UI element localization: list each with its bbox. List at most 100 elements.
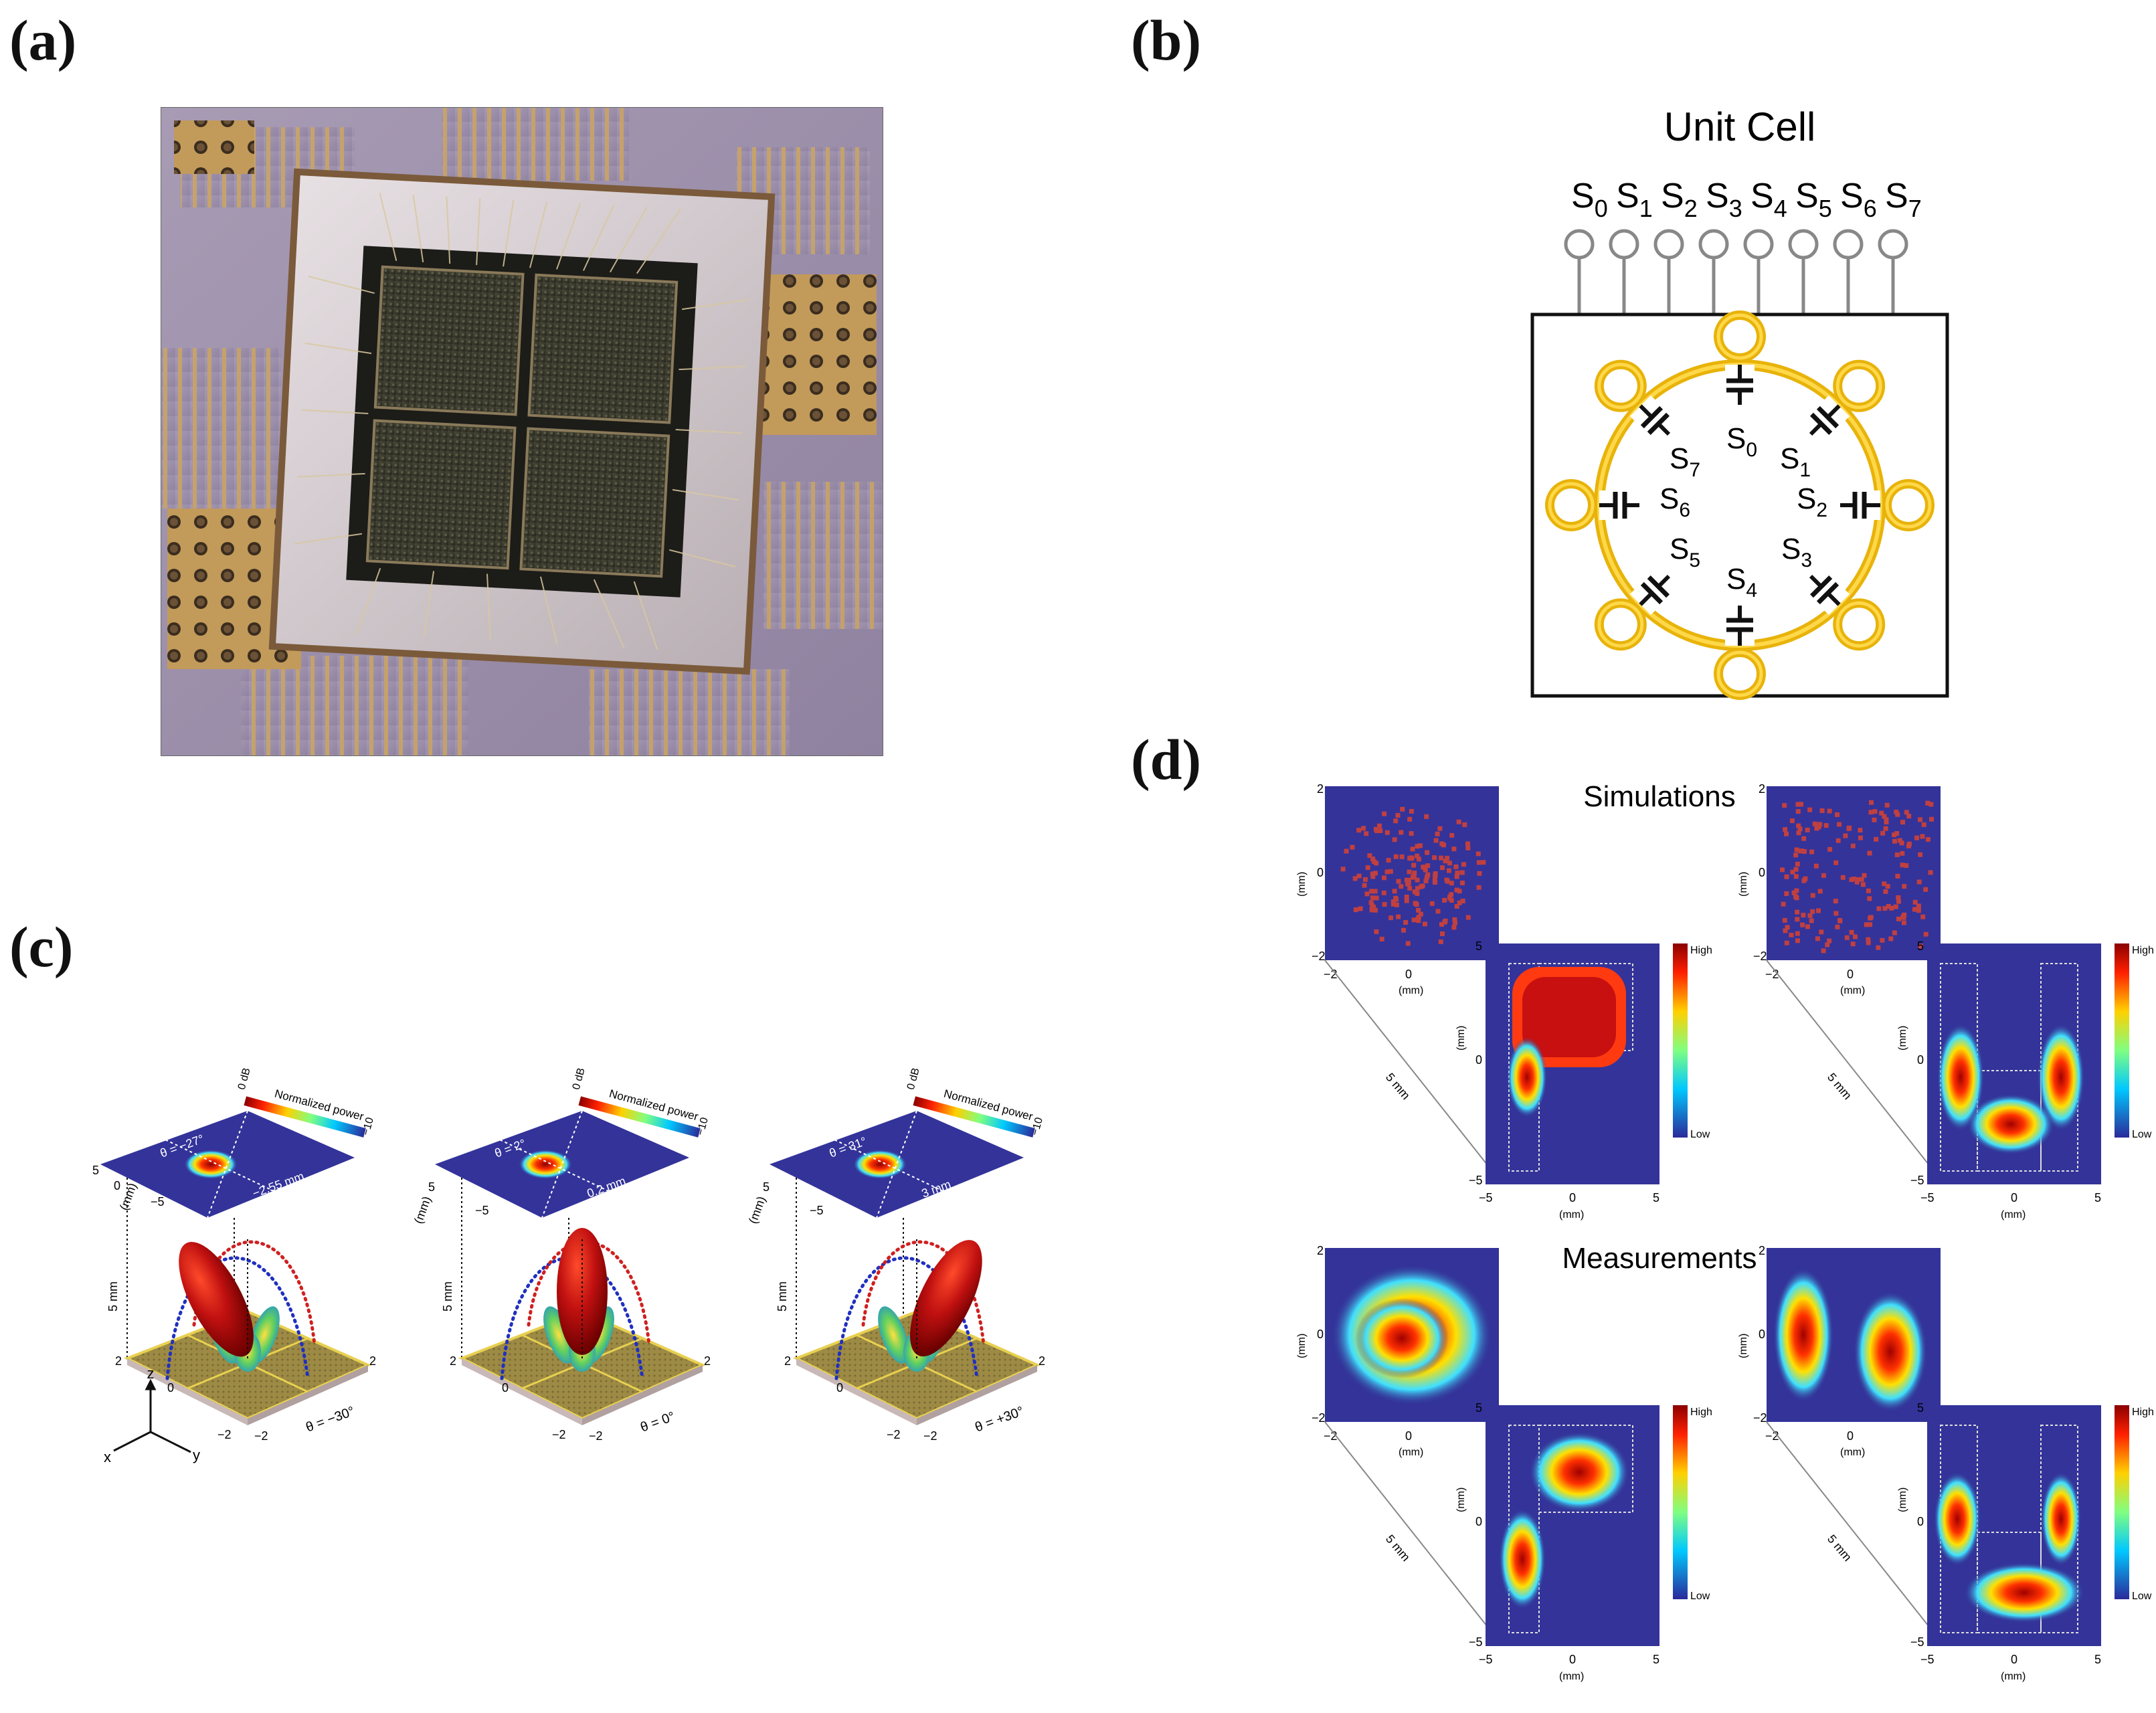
tick: 0: [836, 1381, 843, 1394]
chip-photograph: [161, 107, 883, 756]
tick: 2: [1317, 1244, 1324, 1257]
simulations-title: Simulations: [1583, 780, 1735, 813]
tick: 0: [1569, 1191, 1576, 1204]
axis-unit: (mm): [1897, 1487, 1908, 1512]
ring-switch-label-2: S2: [1797, 482, 1827, 521]
axis-y-label: y: [193, 1447, 200, 1463]
axis-unit: (mm): [2001, 1671, 2026, 1682]
switch-terminal-4: [1743, 229, 1774, 260]
colorbar: [1673, 1405, 1688, 1599]
capacitor-5: [1629, 565, 1680, 616]
top-switch-label-6: S6: [1840, 177, 1877, 222]
tick: −2: [1312, 1411, 1326, 1425]
switch-terminal-6: [1833, 229, 1864, 260]
tick: 0: [167, 1381, 174, 1394]
axis-unit: (mm): [1296, 872, 1308, 897]
colorbar-high: High: [1690, 1407, 1712, 1418]
capacitor-1: [1800, 395, 1850, 445]
tick: −2: [887, 1428, 901, 1441]
panel-label-a: (a): [9, 8, 77, 72]
tick: 2: [450, 1354, 456, 1368]
top-switch-label-3: S3: [1706, 177, 1742, 222]
switch-terminal-1: [1609, 229, 1639, 260]
tick: 5: [1475, 939, 1482, 953]
top-switch-label-5: S5: [1795, 177, 1832, 222]
tick: −5: [1469, 1635, 1483, 1649]
top-switch-label-4: S4: [1750, 177, 1787, 222]
ring-switch-label-4: S4: [1726, 563, 1757, 602]
colorbar-low: Low: [1690, 1591, 1710, 1602]
axis-unit: (mm): [412, 1194, 434, 1225]
capacitor-0: [1725, 365, 1755, 405]
switch-terminal-7: [1878, 229, 1908, 260]
hologram-block-1: 20−2−202(mm)(mm)5 mm50−5−505(mm)(mm)High…: [1738, 782, 2154, 1221]
tick: 5: [92, 1164, 99, 1177]
axis-unit: (mm): [1840, 985, 1865, 996]
axis-unit: (mm): [746, 1194, 768, 1225]
tick: −2: [1753, 950, 1767, 963]
tick: 0: [1759, 1328, 1765, 1341]
tick: 5: [763, 1180, 770, 1194]
tick: 5: [2094, 1653, 2101, 1666]
capacitor-6: [1599, 490, 1639, 520]
colorbar-max: 0 dB: [571, 1067, 588, 1091]
tick: −5: [1469, 1174, 1483, 1187]
top-switch-label-0: S0: [1571, 177, 1608, 222]
tick: 0: [2011, 1191, 2017, 1204]
tick: 0: [114, 1179, 120, 1192]
tick: 0: [1317, 866, 1324, 879]
hologram-block-3: 20−2−202(mm)(mm)5 mm50−5−505(mm)(mm)High…: [1738, 1244, 2154, 1682]
ring-switch-label-0: S0: [1726, 422, 1757, 461]
tick: −5: [1920, 1191, 1935, 1204]
height-label: 5 mm: [106, 1281, 120, 1312]
holography-figure: Simulations Measurements 20−2−202(mm)(mm…: [1296, 780, 2154, 1682]
hologram-block-2: 20−2−202(mm)(mm)5 mm50−5−505(mm)(mm)High…: [1296, 1244, 1712, 1682]
tick: −2: [1312, 950, 1326, 963]
axis-unit: (mm): [1455, 1026, 1467, 1051]
capacitor-3: [1800, 565, 1850, 616]
capacitor-7: [1629, 395, 1680, 445]
colorbar: [2115, 943, 2129, 1138]
panel-label-b: (b): [1131, 8, 1202, 72]
axis-unit: (mm): [1897, 1026, 1908, 1051]
colorbar: [1673, 943, 1688, 1138]
axis-z-label: z: [147, 1365, 155, 1382]
tick: 5: [1653, 1191, 1659, 1204]
tick: 0: [1405, 1429, 1412, 1443]
colorbar: [2115, 1405, 2129, 1599]
tick: 0: [1475, 1053, 1482, 1067]
height-label: 5 mm: [776, 1281, 789, 1312]
tick: 2: [704, 1354, 711, 1368]
tick: 0: [1847, 968, 1854, 981]
colorbar-high: High: [1690, 945, 1712, 956]
axis-unit: (mm): [1559, 1671, 1584, 1682]
axis-unit: (mm): [1738, 1334, 1749, 1358]
axis-unit: (mm): [1399, 985, 1423, 996]
tick: 5: [428, 1180, 435, 1194]
tick: −2: [217, 1428, 232, 1441]
capacitor-2: [1840, 490, 1880, 520]
tick: 2: [1317, 782, 1324, 796]
top-switch-label-1: S1: [1616, 177, 1653, 222]
panel-label-c: (c): [9, 915, 74, 979]
tick: 5: [1475, 1401, 1482, 1415]
ring-switch-label-3: S3: [1781, 533, 1812, 571]
tick: 5: [1917, 939, 1924, 953]
tick: 0: [1917, 1515, 1924, 1528]
colorbar-low: Low: [1690, 1129, 1710, 1140]
tick: 0: [1917, 1053, 1924, 1067]
axis-unit: (mm): [1455, 1487, 1467, 1512]
tick: 5: [2094, 1191, 2101, 1204]
tick: 0: [502, 1381, 509, 1394]
tick: −5: [151, 1195, 165, 1208]
axis-unit: (mm): [1399, 1447, 1423, 1458]
depth-label: 5 mm: [1383, 1532, 1413, 1564]
colorbar-max: 0 dB: [236, 1067, 253, 1091]
tick: −2: [254, 1429, 268, 1443]
hologram-block-0: 20−2−202(mm)(mm)5 mm50−5−505(mm)(mm)High…: [1296, 782, 1712, 1221]
main-lobe: [909, 1240, 982, 1357]
top-switch-label-2: S2: [1661, 177, 1698, 222]
top-switch-label-7: S7: [1885, 177, 1922, 222]
